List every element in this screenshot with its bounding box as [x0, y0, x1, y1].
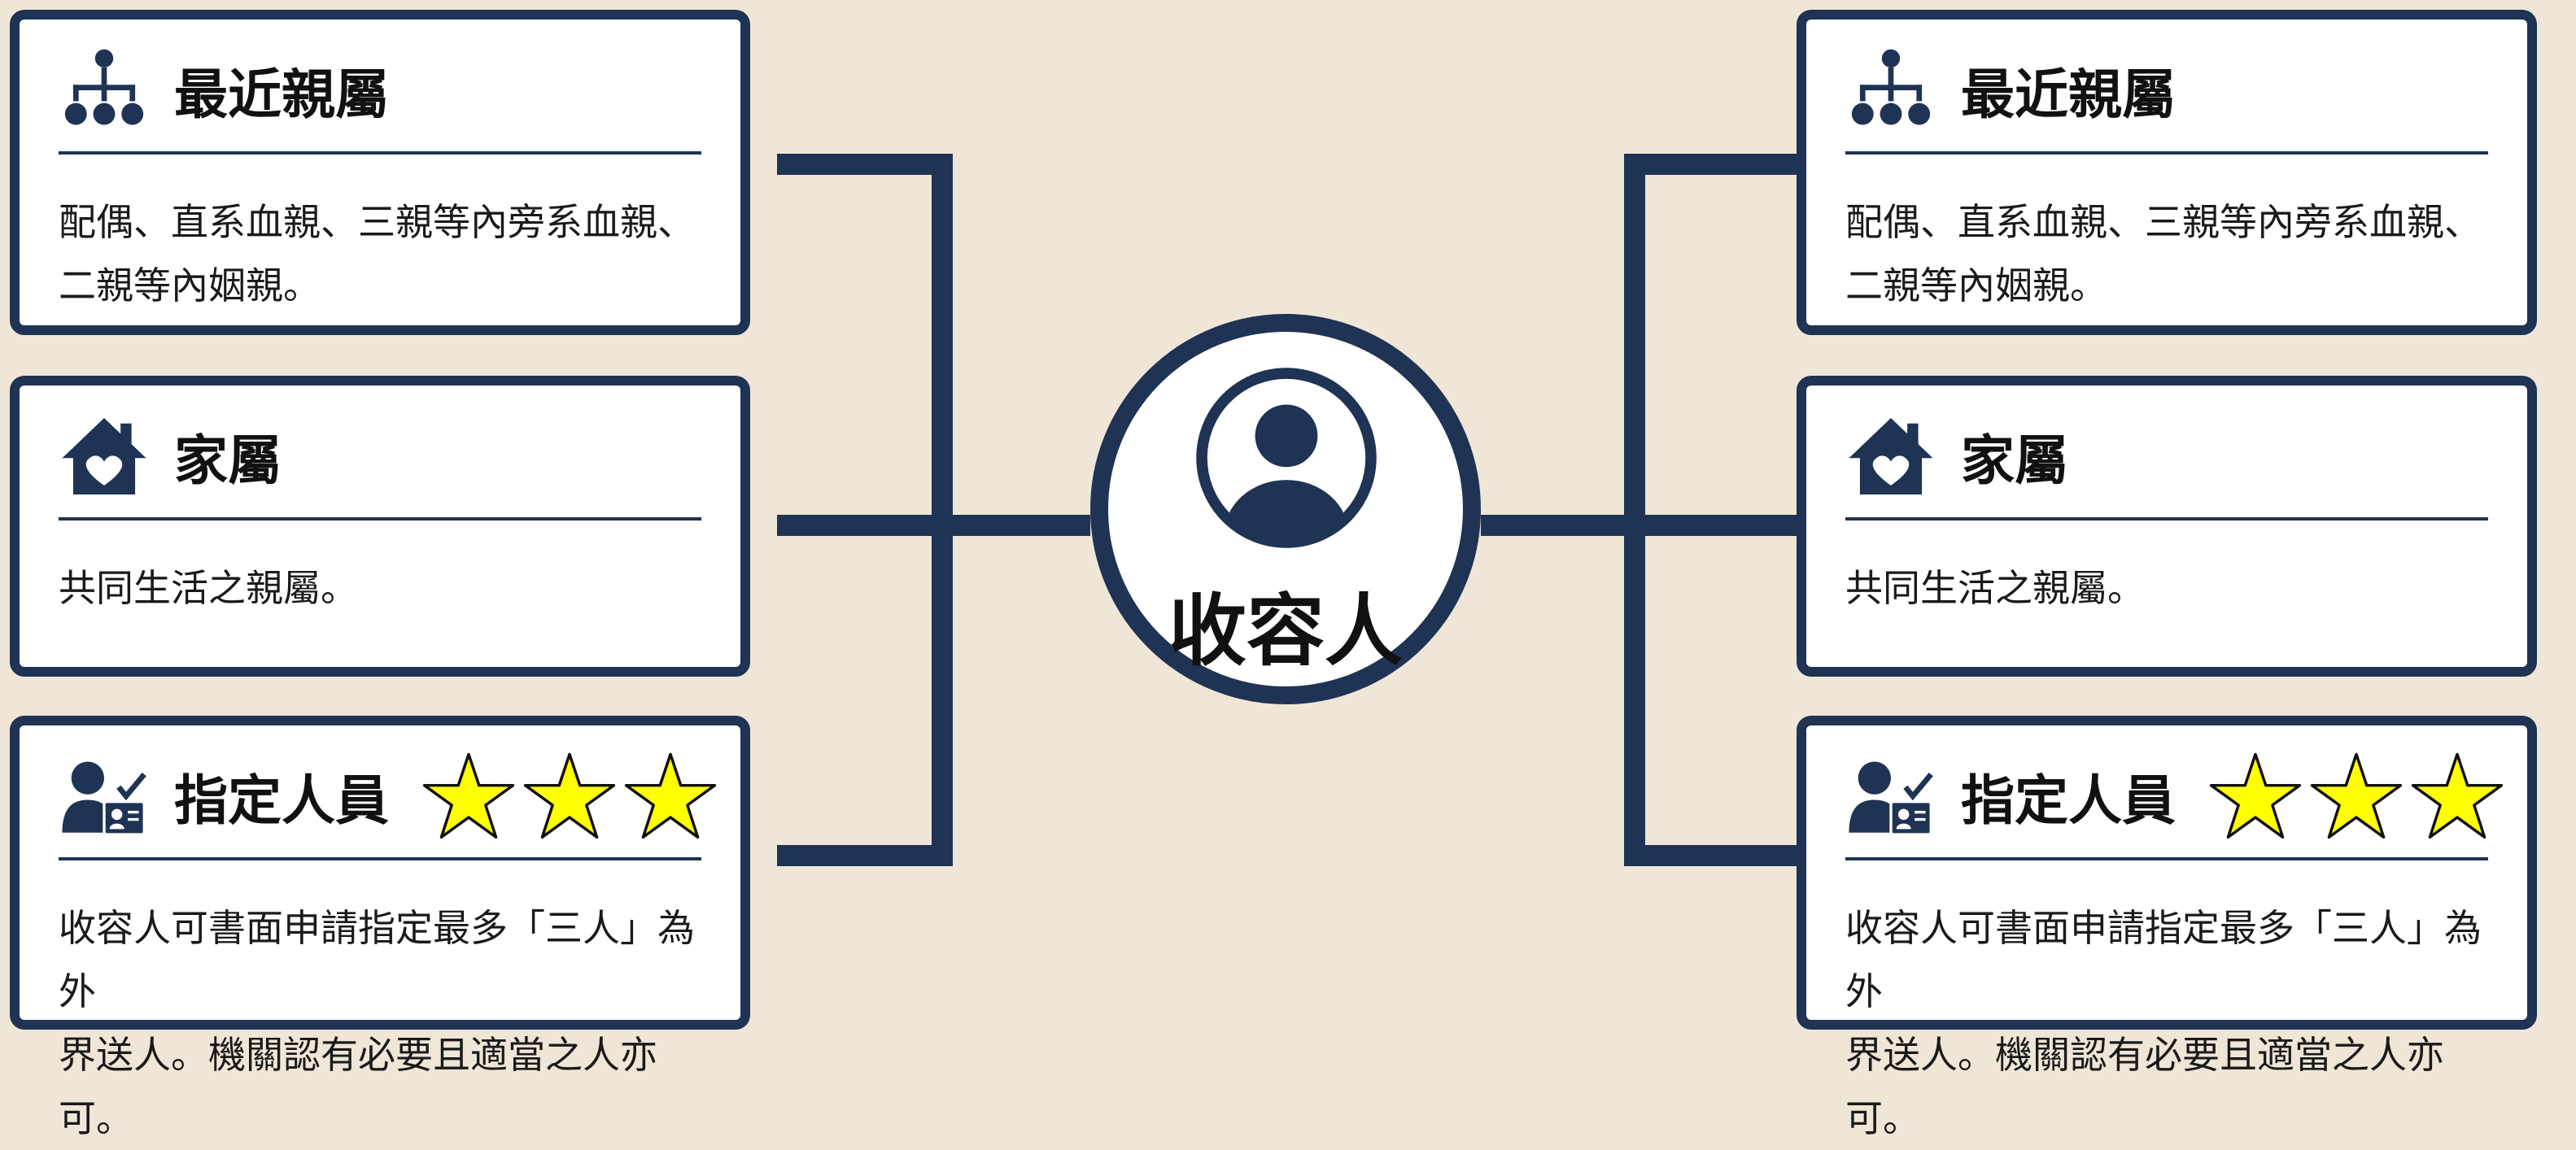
left-card-family: 家屬 共同生活之親屬。 — [10, 376, 750, 677]
divider — [1845, 517, 2488, 521]
connector-lines — [777, 154, 1799, 866]
card-title: 最近親屬 — [174, 63, 389, 126]
star-icon — [523, 752, 616, 839]
right-card-family: 家屬 共同生活之親屬。 — [1797, 376, 2537, 677]
star-icon — [2310, 752, 2403, 839]
divider — [59, 517, 701, 521]
card-description: 配偶、直系血親、三親等內旁系血親、 二親等內姻親。 — [1845, 200, 2482, 307]
star-icon — [624, 752, 717, 839]
family-tree-icon — [64, 49, 144, 125]
left-card-designated-persons: 指定人員 收容人可書面申請指定最多「三人」為外 界送人。機關認有必要且適當之人亦… — [10, 716, 750, 1140]
divider — [1845, 857, 2488, 860]
card-title: 指定人員 — [174, 769, 389, 832]
designated-person-icon — [62, 761, 146, 836]
star-icon — [2411, 752, 2504, 839]
star-icon — [2209, 752, 2302, 839]
center-node: 收容人 — [1090, 314, 1481, 704]
card-title: 最近親屬 — [1961, 63, 2176, 126]
card-description: 收容人可書面申請指定最多「三人」為外 界送人。機關認有必要且適當之人亦可。 — [1845, 906, 2482, 1140]
star-rating — [421, 751, 724, 841]
house-heart-icon — [1849, 417, 1933, 495]
person-avatar-icon — [1196, 368, 1377, 548]
star-icon — [422, 752, 515, 839]
right-card-closest-relatives: 最近親屬 配偶、直系血親、三親等內旁系血親、 二親等內姻親。 — [1797, 10, 2537, 335]
divider — [59, 857, 701, 860]
card-description: 配偶、直系血親、三親等內旁系血親、 二親等內姻親。 — [59, 200, 695, 307]
card-description: 收容人可書面申請指定最多「三人」為外 界送人。機關認有必要且適當之人亦可。 — [59, 906, 695, 1140]
left-card-closest-relatives: 最近親屬 配偶、直系血親、三親等內旁系血親、 二親等內姻親。 — [10, 10, 750, 335]
divider — [1845, 151, 2488, 155]
card-title: 指定人員 — [1961, 769, 2176, 832]
right-card-designated-persons: 指定人員 收容人可書面申請指定最多「三人」為外 界送人。機關認有必要且適當之人亦… — [1797, 716, 2537, 1140]
card-title: 家屬 — [1961, 429, 2068, 492]
divider — [59, 151, 701, 155]
house-heart-icon — [62, 417, 146, 495]
designated-person-icon — [1849, 761, 1933, 836]
family-tree-icon — [1851, 49, 1931, 125]
card-description: 共同生活之親屬。 — [59, 566, 358, 610]
card-title: 家屬 — [174, 429, 282, 492]
card-description: 共同生活之親屬。 — [1845, 566, 2145, 610]
center-label: 收容人 — [1168, 586, 1403, 677]
star-rating — [2208, 751, 2511, 841]
